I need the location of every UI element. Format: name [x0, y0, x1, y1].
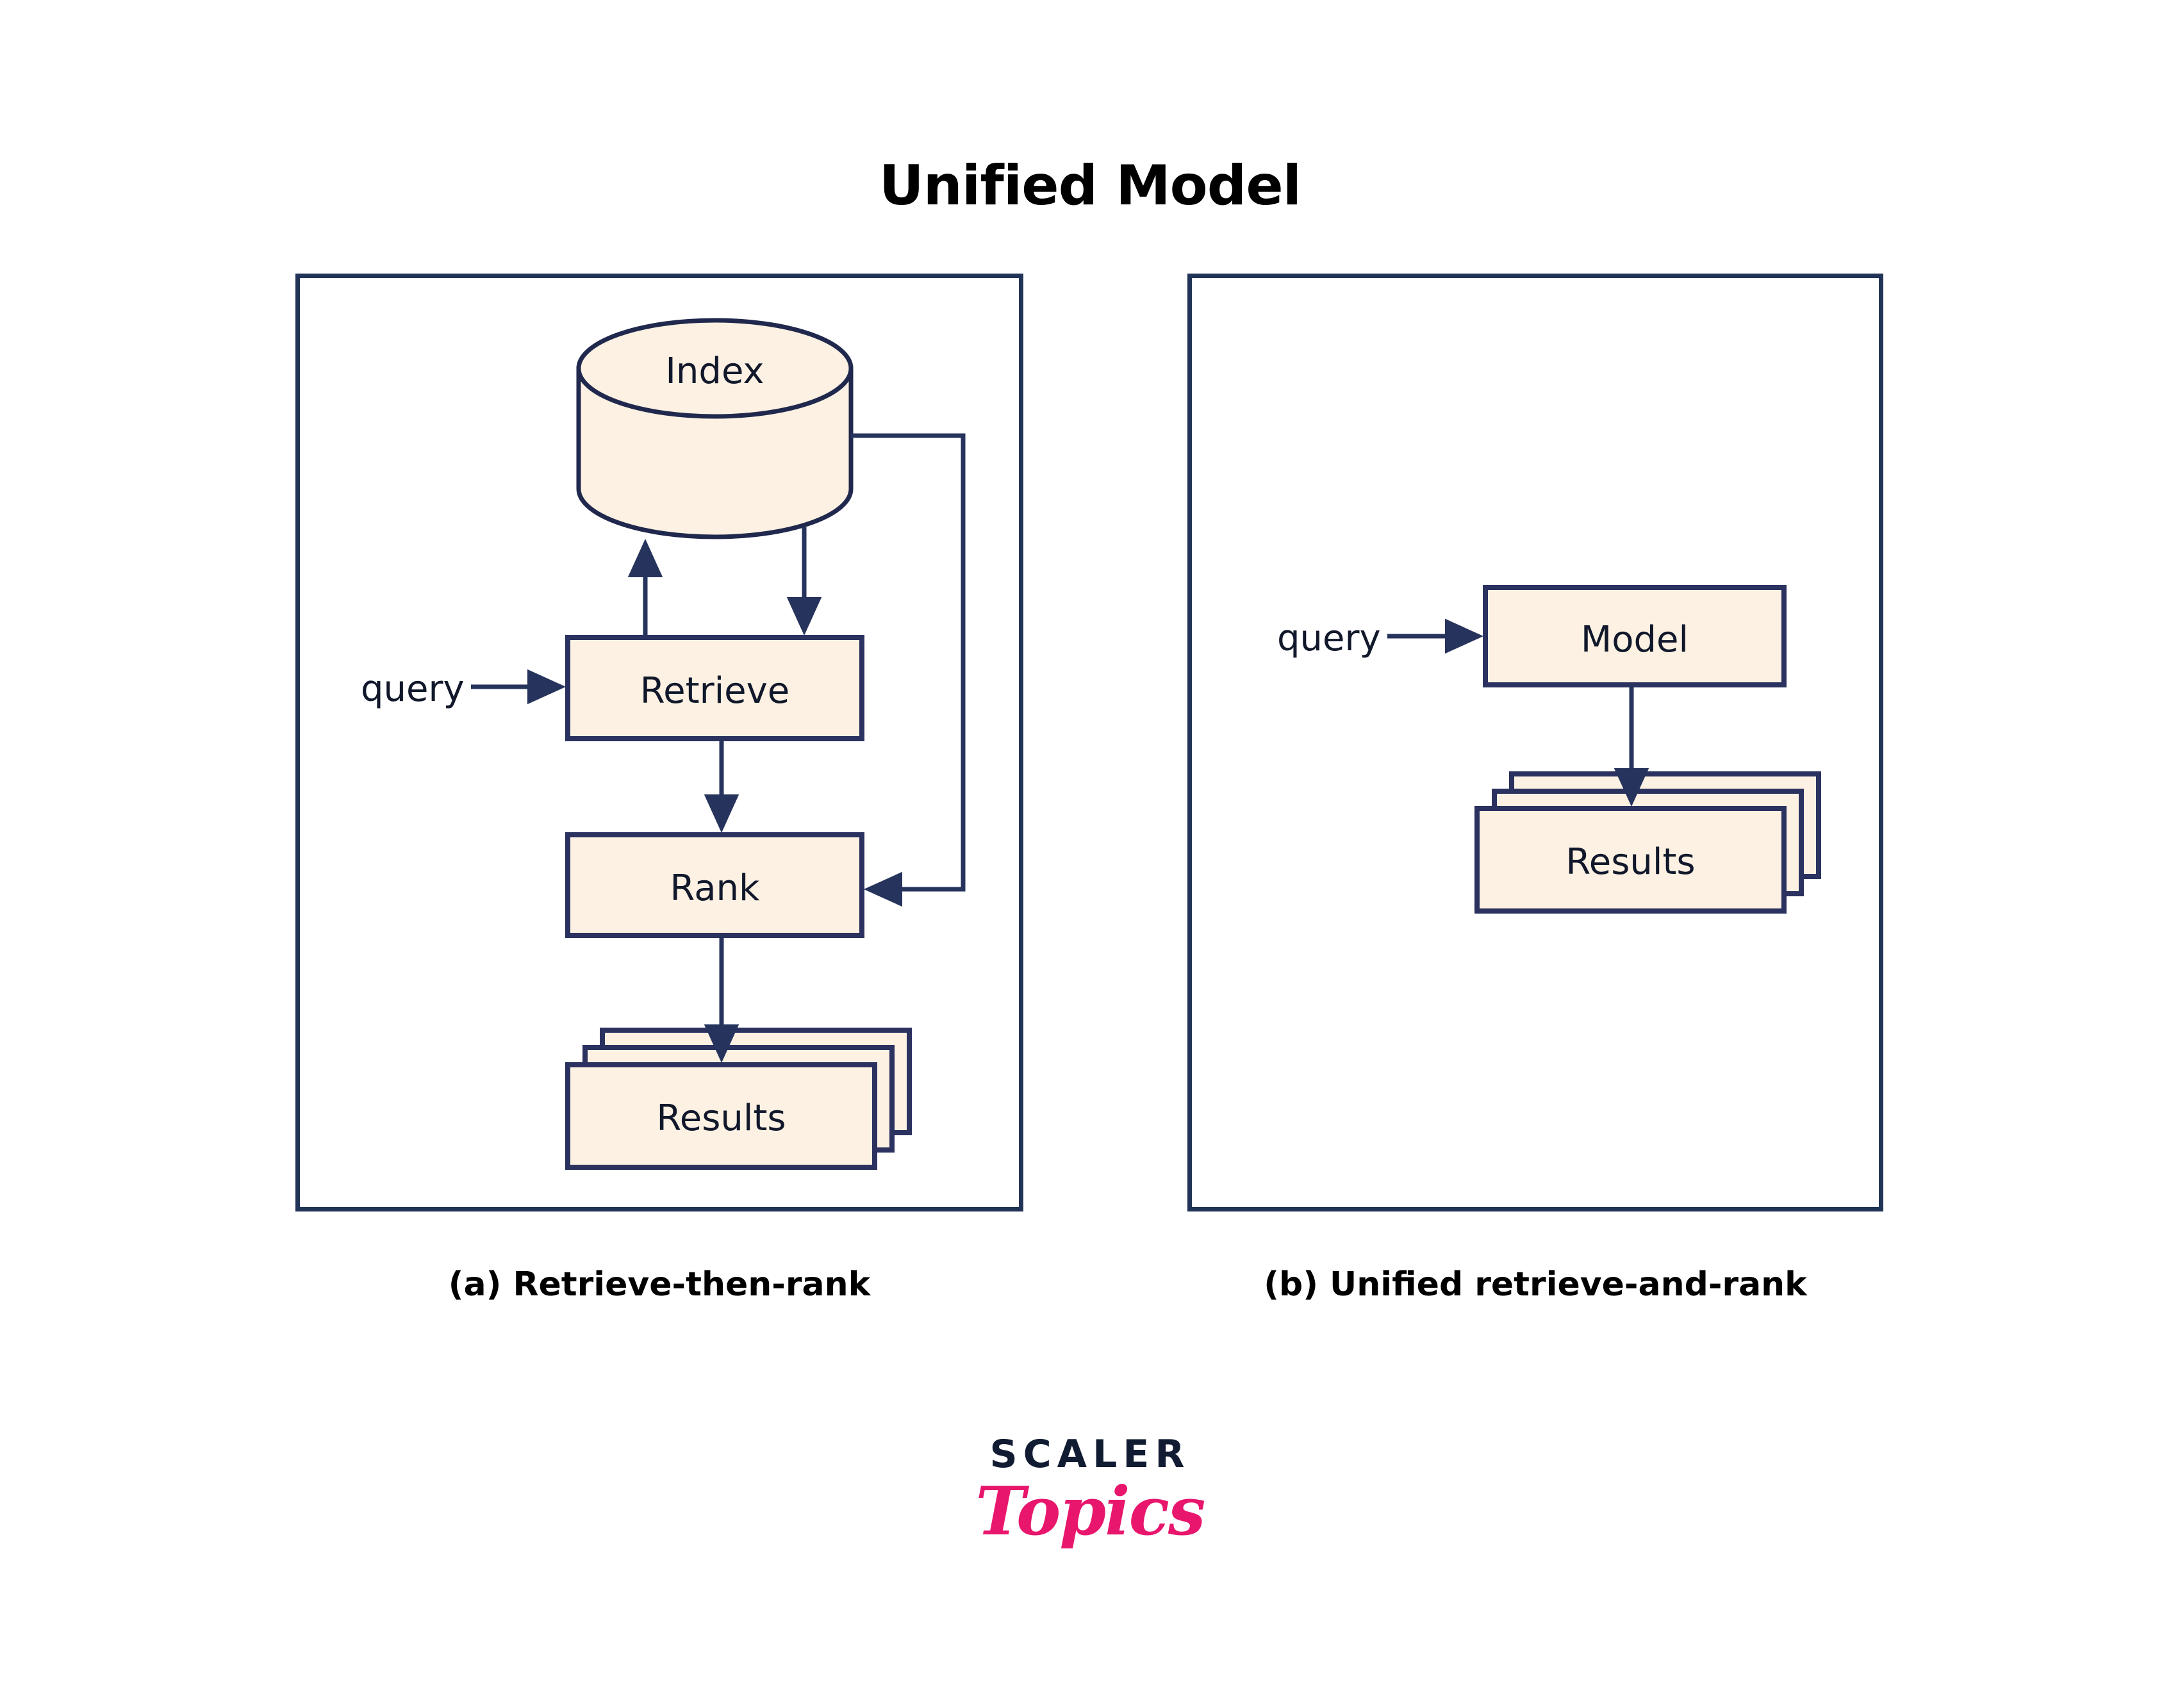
caption-panel-a: (a) Retrieve-then-rank [448, 1265, 871, 1304]
page-title: Unified Model [879, 154, 1301, 218]
caption-panel-b: (b) Unified retrieve-and-rank [1264, 1265, 1807, 1304]
logo-primary-text: SCALER [989, 1432, 1191, 1477]
edge-label-query-a: query [361, 668, 465, 710]
edge-label-query-b: query [1277, 618, 1381, 659]
panel-retrieve-then-rank [295, 274, 1023, 1211]
panel-unified-retrieve-and-rank [1187, 274, 1883, 1211]
scaler-topics-logo: SCALER Topics [0, 1435, 2180, 1546]
logo-secondary-text: Topics [975, 1472, 1206, 1550]
